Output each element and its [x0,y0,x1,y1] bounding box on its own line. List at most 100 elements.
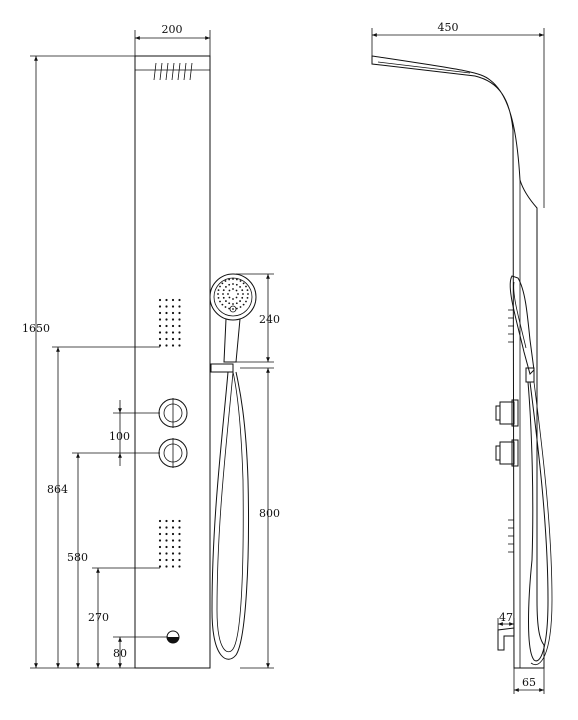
jet-nozzle [178,532,181,536]
hand-shower-nozzle [241,296,244,299]
hand-shower-nozzle [245,300,247,303]
jet-nozzle [158,532,162,536]
hand-shower-nozzle [239,286,241,288]
dim-lower-jets-label: 580 [67,551,88,564]
hose-side [527,381,549,662]
jet-nozzle [171,539,175,542]
dim-hose-label: 800 [259,507,280,520]
upper-body-jets [158,298,181,347]
hose-inner [216,371,244,653]
dim-valve-spacing [113,400,160,466]
jet-nozzle [171,526,175,529]
hand-shower-nozzle [217,293,219,295]
dim-depth-top-label: 450 [438,21,459,34]
hand-shower-nozzle [225,286,227,288]
dim-upper-jets-label: 864 [47,483,68,496]
jet-nozzle [158,565,162,568]
hand-shower-nozzle [228,283,231,286]
front-view: 200 1650 864 580 270 [22,23,280,669]
jet-nozzle [165,331,168,334]
jet-nozzle [171,324,175,328]
hand-shower-nozzle [242,293,244,295]
hand-shower-nozzle [232,303,234,305]
hand-shower-nozzle [217,296,220,299]
jet-nozzle [158,331,162,334]
jet-nozzle [171,331,175,334]
dim-upper-jets [52,346,160,668]
spout-side [497,627,515,651]
jet-nozzle [158,311,162,315]
holder-bracket-side [525,367,535,383]
jet-nozzle [165,519,168,523]
jet-nozzle [158,344,162,347]
hand-shower-nozzle [241,289,244,292]
hand-shower-nozzle [225,300,227,302]
dim-base-depth-label: 65 [522,676,536,689]
jet-nozzle [178,565,181,568]
panel-side-profile [371,55,545,669]
jet-nozzle [178,324,181,328]
side-jets-upper [508,309,514,343]
hand-shower-nozzle [217,289,220,292]
jet-nozzle [165,337,168,341]
hand-shower-nozzle [224,280,227,282]
jet-nozzle [171,552,175,555]
jet-nozzle [158,545,162,549]
dim-lower-valve-label: 270 [88,611,109,624]
tub-spout [166,630,180,644]
jet-nozzle [171,558,175,562]
side-jets-lower [508,519,514,553]
jet-nozzle [171,298,175,302]
hand-shower-nozzle [235,278,238,281]
hand-shower-nozzle [232,283,234,285]
jet-nozzle [158,318,162,321]
dim-base-depth [513,668,545,694]
hand-shower-nozzle [232,288,234,290]
jet-nozzle [165,558,168,562]
jet-nozzle [178,545,181,549]
jet-nozzle [171,344,175,347]
hand-shower-nozzle [242,282,245,285]
jet-nozzle [158,324,162,328]
jet-nozzle [158,519,162,523]
hand-shower-nozzle [221,282,224,285]
jet-nozzle [171,311,175,315]
dim-hand-shower-label: 240 [259,313,280,326]
jet-nozzle [171,305,175,308]
jet-nozzle [158,305,162,308]
side-view: 450 47 65 [371,21,553,694]
lower-valve-knob [158,438,188,468]
hand-shower-nozzle [228,302,231,305]
hand-shower-nozzle [222,289,225,292]
jet-nozzle [165,324,168,328]
jet-nozzle [165,526,168,529]
hand-shower-nozzle [235,307,238,310]
hand-shower-nozzle [232,308,234,310]
jet-nozzle [178,539,181,542]
hand-shower-nozzle [232,278,234,280]
hand-shower-nozzle [228,296,231,299]
hand-shower-head [209,273,257,321]
hand-shower-nozzle [219,300,221,303]
dim-total-height-label: 1650 [22,322,50,335]
hand-shower-nozzle [245,285,247,288]
dim-width [134,30,211,56]
dim-hand-shower [236,273,274,363]
upper-valve-knob [158,398,188,428]
hand-shower-nozzle [237,293,239,295]
dim-hose [240,367,274,669]
jet-nozzle [178,305,181,308]
upper-valve-side [495,399,519,427]
jet-nozzle [178,311,181,315]
jet-nozzle [171,545,175,549]
dim-spout-depth-label: 47 [499,611,513,624]
jet-nozzle [178,298,181,302]
dim-spout-label: 80 [113,647,127,660]
hand-shower-nozzle [235,302,238,305]
rain-head-nozzles [153,62,193,81]
jet-nozzle [165,311,168,315]
jet-nozzle [158,526,162,529]
hose [211,371,249,660]
jet-nozzle [171,337,175,341]
hand-shower-nozzle [222,293,224,295]
